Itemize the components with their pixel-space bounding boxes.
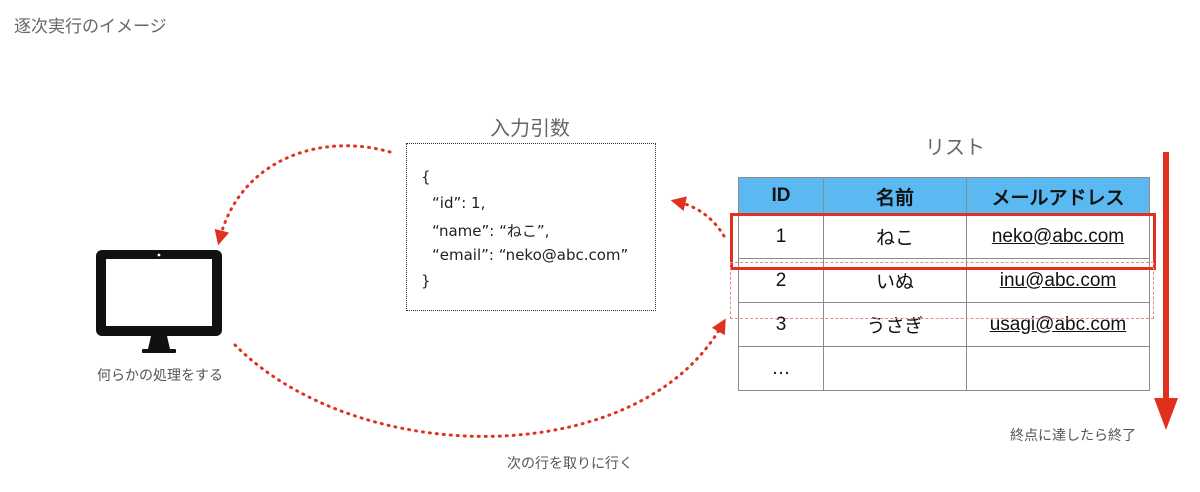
table-row: 2 いぬ inu@abc.com: [738, 258, 1150, 303]
end-condition-label: 終点に達したら終了: [1010, 428, 1136, 444]
cell-id: 1: [738, 214, 824, 259]
progression-arrow-head: [1154, 398, 1178, 430]
current-row-highlight: [730, 213, 1156, 270]
code-line: “id”: 1,: [432, 194, 486, 212]
table-row: …: [738, 346, 1150, 391]
next-row-highlight: [730, 262, 1154, 319]
cell-name: うさぎ: [823, 302, 967, 347]
code-line: “email”: “neko@abc.com”: [432, 246, 629, 264]
code-line: {: [421, 168, 431, 186]
cell-id: …: [738, 346, 824, 391]
column-header-name: 名前: [823, 177, 967, 215]
records-table: ID 名前 メールアドレス 1 ねこ neko@abc.com 2 いぬ inu…: [738, 177, 1150, 391]
fetch-next-label: 次の行を取りに行く: [507, 456, 633, 472]
cell-email: neko@abc.com: [966, 214, 1150, 259]
code-line: “name”: “ねこ”,: [432, 222, 550, 240]
list-title: リスト: [925, 135, 985, 159]
code-line: }: [421, 272, 431, 290]
input-argument-box: [406, 143, 656, 311]
table-header-row: ID 名前 メールアドレス: [738, 177, 1150, 215]
desktop-monitor-icon: [96, 250, 222, 353]
arrow-row-to-input: [670, 196, 726, 238]
table-row: 1 ねこ neko@abc.com: [738, 214, 1150, 259]
cell-name: いぬ: [823, 258, 967, 303]
column-header-id: ID: [738, 177, 824, 215]
page-title: 逐次実行のイメージ: [14, 17, 167, 37]
cell-email: [966, 346, 1150, 391]
table-row: 3 うさぎ usagi@abc.com: [738, 302, 1150, 347]
column-header-email: メールアドレス: [966, 177, 1150, 215]
monitor-label: 何らかの処理をする: [97, 368, 223, 384]
arrow-monitor-to-next-row: [233, 318, 726, 438]
cell-name: [823, 346, 967, 391]
arrow-input-to-monitor: [214, 144, 392, 246]
cell-id: 3: [738, 302, 824, 347]
cell-email: inu@abc.com: [966, 258, 1150, 303]
input-box-title: 入力引数: [490, 116, 570, 140]
